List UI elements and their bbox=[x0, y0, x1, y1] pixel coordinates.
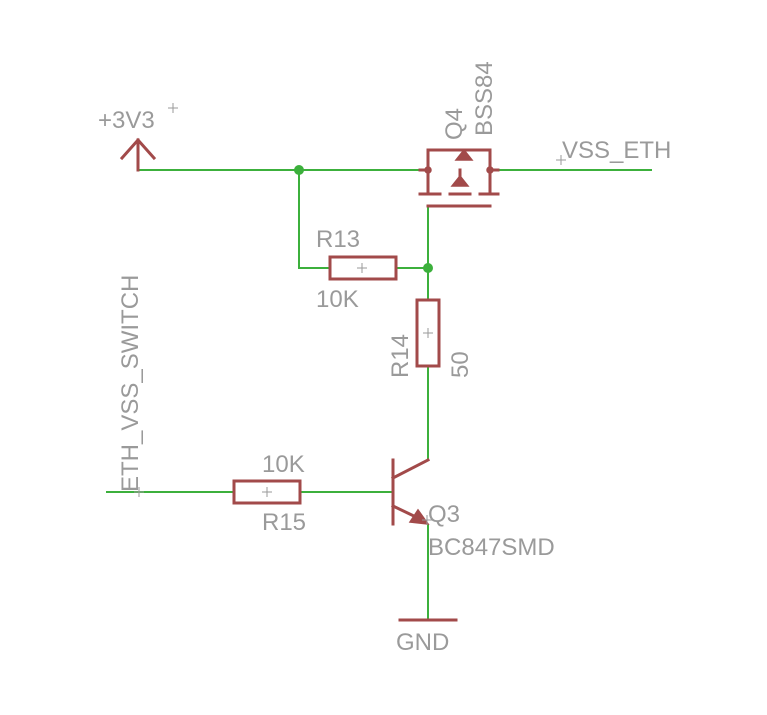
resistor-r13-name: R13 bbox=[316, 226, 360, 253]
transistor-q3 bbox=[390, 457, 432, 526]
supply-3v3-symbol bbox=[119, 103, 178, 172]
junction-gate-node bbox=[423, 263, 433, 273]
resistor-r14-value: 50 bbox=[447, 351, 474, 378]
net-origin-eth-vss-switch bbox=[134, 487, 144, 497]
wires bbox=[106, 169, 652, 620]
resistor-r13-value: 10K bbox=[316, 286, 359, 313]
resistor-r15 bbox=[232, 479, 302, 505]
transistor-q3-value: BC847SMD bbox=[428, 534, 555, 561]
mosfet-q4-value: BSS84 bbox=[471, 61, 498, 136]
net-label-eth-vss-switch: ETH_VSS_SWITCH bbox=[117, 275, 144, 492]
junction-3v3-node bbox=[294, 165, 304, 175]
net-origin-vss-eth bbox=[556, 155, 566, 165]
resistor-r14 bbox=[415, 298, 441, 368]
mosfet-q4 bbox=[418, 148, 500, 208]
transistor-q3-name: Q3 bbox=[428, 501, 460, 528]
ground-label: GND bbox=[396, 629, 449, 656]
supply-3v3-label: +3V3 bbox=[98, 107, 155, 134]
resistor-r15-value: 10K bbox=[262, 451, 305, 478]
resistor-r15-name: R15 bbox=[262, 509, 306, 536]
mosfet-q4-name: Q4 bbox=[441, 108, 468, 140]
resistor-r14-name: R14 bbox=[387, 334, 414, 378]
net-label-vss-eth: VSS_ETH bbox=[562, 137, 671, 164]
resistor-r13 bbox=[328, 255, 398, 281]
wire-r13-left-branch bbox=[298, 170, 330, 269]
